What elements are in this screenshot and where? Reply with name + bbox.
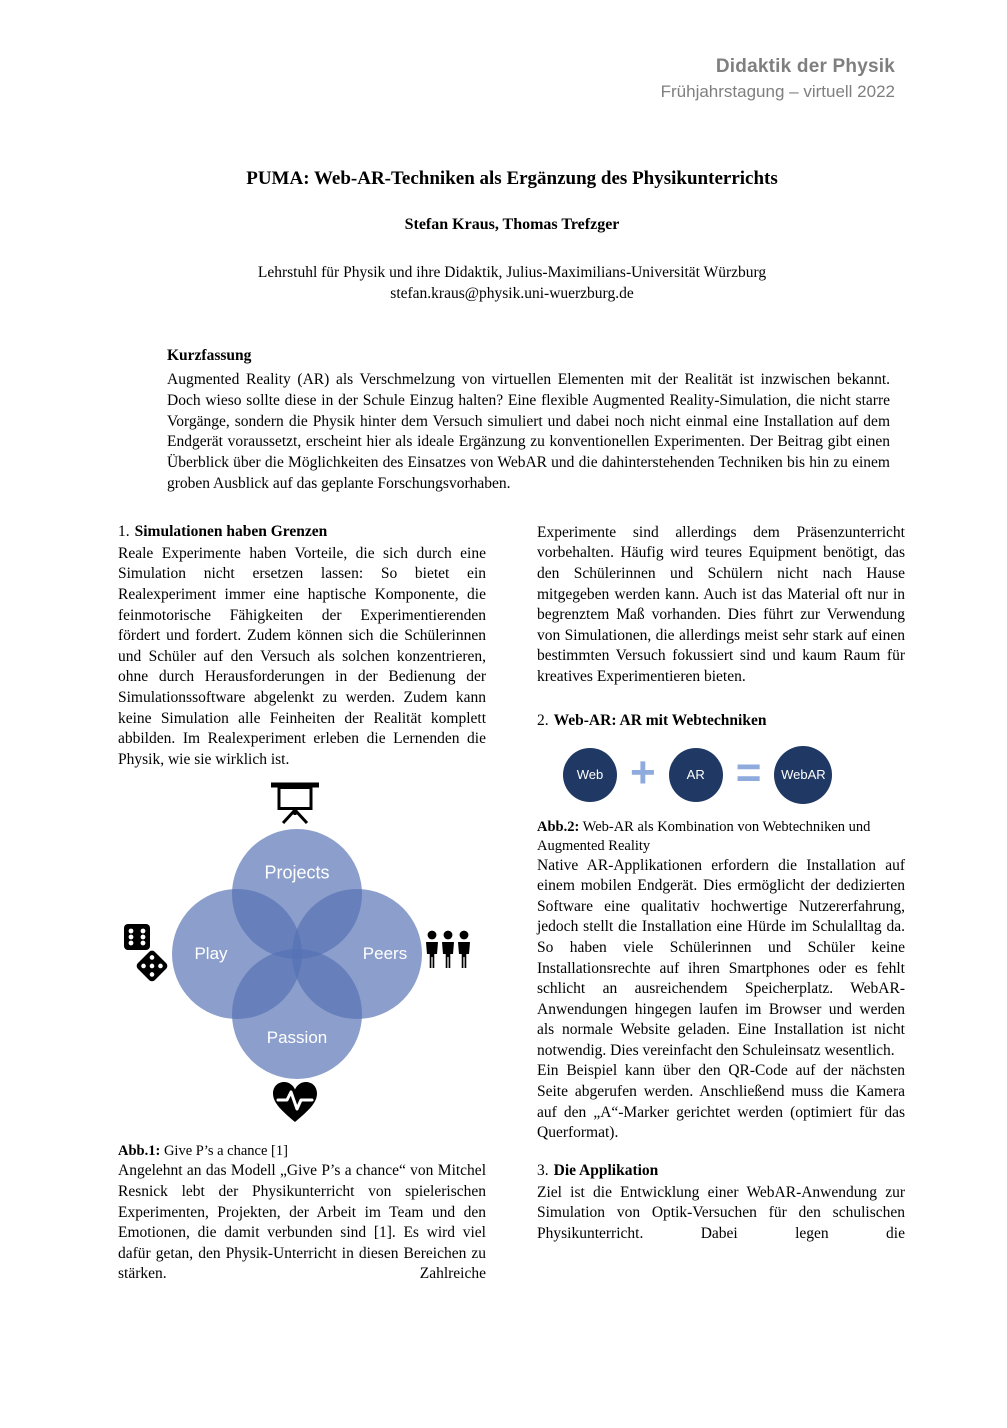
right-paragraph-1: Experimente sind allerdings dem Präsenzu…: [537, 523, 905, 685]
figure-2-caption: Abb.2: Web-AR als Kombination von Webtec…: [537, 818, 905, 856]
web-circle: Web: [563, 747, 617, 802]
right-column: Experimente sind allerdings dem Präsenzu…: [537, 523, 905, 1285]
section-3-number: 3.: [537, 1161, 549, 1179]
venn-label-play: Play: [194, 944, 228, 964]
ar-circle: AR: [668, 747, 723, 802]
page-header: Didaktik der Physik Frühjahrstagung – vi…: [661, 56, 895, 102]
projector-screen-icon: [269, 782, 321, 825]
section-2-number: 2.: [537, 711, 549, 729]
venn-circle-passion: [232, 949, 362, 1080]
venn-label-projects: Projects: [264, 862, 330, 883]
venn-label-peers: Peers: [362, 944, 408, 964]
figure-1-venn-diagram: Projects Play Peers Passion: [118, 782, 486, 1130]
abstract-block: Kurzfassung Augmented Reality (AR) als V…: [167, 347, 890, 495]
figure-2-webar-equation: Web + AR = WebAR: [563, 745, 905, 804]
figure-1-caption-text: Give P’s a chance [1]: [160, 1143, 288, 1160]
section-1-paragraph: Reale Experimente haben Vorteile, die si…: [118, 544, 486, 768]
figure-2-caption-label: Abb.2:: [537, 818, 580, 835]
right-paragraph-4: Ziel ist die Entwicklung einer WebAR-Anw…: [537, 1183, 905, 1243]
author-email: stefan.kraus@physik.uni-wuerzburg.de: [390, 285, 634, 302]
abstract-heading: Kurzfassung: [167, 347, 252, 364]
section-1-title: Simulationen haben Grenzen: [134, 522, 328, 540]
figure-2-caption-text: Web-AR als Kombination von Webtechniken …: [537, 818, 871, 854]
paper-affiliation: Lehrstuhl für Physik und ihre Didaktik, …: [257, 264, 767, 281]
conference-name: Frühjahrstagung – virtuell 2022: [660, 82, 895, 101]
plus-sign: +: [630, 747, 656, 797]
right-paragraph-2: Native AR-Applikationen erfordern die In…: [537, 856, 905, 1059]
section-3-title: Die Applikation: [553, 1161, 659, 1179]
figure-1-caption-label: Abb.1:: [118, 1143, 161, 1160]
paper-title: PUMA: Web-AR-Techniken als Ergänzung des…: [246, 168, 778, 189]
section-2-heading: 2.Web-AR: AR mit Webtechniken: [537, 712, 905, 730]
section-3-heading: 3.Die Applikation: [537, 1162, 905, 1180]
abstract-text: Augmented Reality (AR) als Verschmelzung…: [167, 371, 890, 492]
left-column: 1.Simulationen haben Grenzen Reale Exper…: [118, 523, 486, 1285]
two-column-layout: 1.Simulationen haben Grenzen Reale Exper…: [118, 523, 906, 1285]
people-icon: [424, 930, 472, 970]
dice-icon: [122, 922, 178, 984]
left-paragraph-2: Angelehnt an das Modell „Give P’s a chan…: [118, 1162, 486, 1283]
heart-pulse-icon: [270, 1080, 320, 1124]
venn-label-passion: Passion: [266, 1028, 328, 1048]
figure-1-caption: Abb.1: Give P’s a chance [1]: [118, 1142, 486, 1161]
webar-circle: WebAR: [774, 745, 833, 804]
section-1-heading: 1.Simulationen haben Grenzen: [118, 523, 486, 541]
equals-sign: =: [735, 747, 762, 797]
right-paragraph-3: Ein Beispiel kann über den QR-Code auf d…: [537, 1062, 905, 1142]
page-content: PUMA: Web-AR-Techniken als Ergänzung des…: [118, 168, 906, 1285]
journal-name: Didaktik der Physik: [715, 56, 895, 77]
section-2-title: Web-AR: AR mit Webtechniken: [553, 711, 767, 729]
section-1-number: 1.: [118, 522, 130, 540]
paper-authors: Stefan Kraus, Thomas Trefzger: [404, 216, 620, 233]
